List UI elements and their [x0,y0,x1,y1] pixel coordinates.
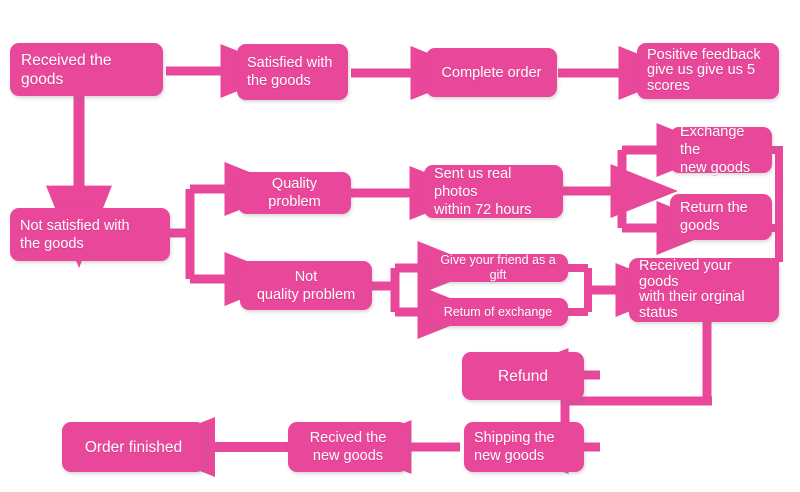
node-label: Received your goods with their orginal s… [639,258,745,321]
node-label: Complete order [441,64,542,81]
node-label: Quality problem [268,176,321,210]
node-label: Not satisfied with the goods [20,217,130,252]
node-shipping-the-new-goods[interactable]: Shipping the new goods [464,422,584,472]
node-quality-problem[interactable]: Quality problem [238,172,351,214]
node-refund[interactable]: Refund [462,352,584,400]
node-return-the-goods[interactable]: Return the goods [670,194,772,240]
node-positive-feedback[interactable]: Positive feedback give us give us 5 scor… [637,43,779,99]
node-recived-the-new-goods[interactable]: Recived the new goods [288,422,408,472]
node-label: Recived the new goods [309,430,387,464]
node-label: Positive feedback give us give us 5 scor… [647,46,761,94]
node-not-satisfied-with-the-goods[interactable]: Not satisfied with the goods [10,208,170,261]
node-satisfied-with-the-goods[interactable]: Satisfied with the goods [237,44,348,100]
node-label: Retum of exchange [443,304,553,319]
node-label: Sent us real photos within 72 hours [434,165,532,218]
node-label: Satisfied with the goods [247,55,333,89]
node-exchange-the-new-goods[interactable]: Exchange the new goods [670,124,772,176]
node-label: Refund [498,367,548,385]
node-not-quality-problem[interactable]: Not quality problem [240,261,372,310]
node-give-your-friend-as-a-gift[interactable]: Give your friend as a gift [428,253,568,282]
node-label: Give your friend as a gift [440,253,556,282]
node-return-of-exchange[interactable]: Retum of exchange [428,298,568,326]
node-label: Shipping the new goods [474,430,555,464]
node-received-the-goods[interactable]: Received the goods [10,43,163,96]
node-label: Order finished [84,438,183,456]
node-sent-us-real-photos[interactable]: Sent us real photos within 72 hours [424,165,563,218]
node-label: Exchange the new goods [680,124,751,176]
node-label: Return the goods [680,200,748,234]
node-complete-order[interactable]: Complete order [426,48,557,97]
node-label: Received the goods [21,51,112,88]
node-order-finished[interactable]: Order finished [62,422,205,472]
node-received-your-goods[interactable]: Received your goods with their orginal s… [629,258,779,322]
node-label: Not quality problem [256,268,356,303]
